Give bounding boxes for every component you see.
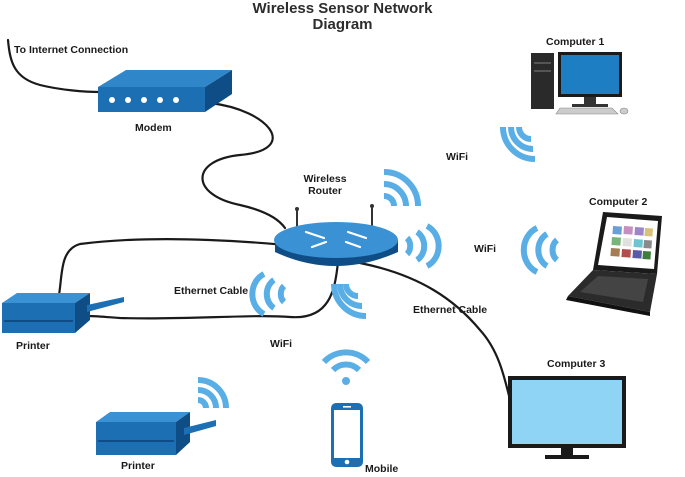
title-line-2: Diagram — [312, 16, 373, 33]
computer1-device — [531, 52, 629, 115]
router-printer-cable — [56, 237, 288, 302]
router-label-line-1: Wireless — [303, 173, 347, 185]
computer2-label: Computer 2 — [589, 196, 648, 208]
ethernet-cable-left-label: Ethernet Cable — [174, 285, 249, 297]
printer-wifi-icon — [197, 377, 229, 409]
wifi-bottom-label: WiFi — [270, 338, 293, 350]
computer3-label: Computer 3 — [547, 358, 606, 370]
printer-bottom-device — [96, 412, 216, 455]
printer-left-label: Printer — [16, 340, 50, 352]
router-wifi-down-icon — [331, 283, 367, 319]
mobile-label: Mobile — [365, 463, 399, 475]
computer2-device — [566, 212, 662, 316]
router-label-line-2: Router — [308, 185, 342, 198]
router-wifi-right-icon — [404, 223, 442, 269]
internet-cable — [6, 38, 102, 94]
title-line-1: Wireless Sensor Network — [252, 0, 433, 17]
router-loop-cable — [86, 260, 340, 320]
computer1-label: Computer 1 — [546, 36, 605, 48]
internet-connection-label: To Internet Connection — [14, 44, 129, 56]
diagram-title: Wireless Sensor Network Diagram — [0, 1, 685, 33]
modem-label: Modem — [135, 122, 172, 134]
wireless-router-device — [274, 204, 398, 266]
router-computer3-cable — [358, 261, 514, 410]
mobile-wifi-icon — [321, 349, 371, 373]
mobile-device — [331, 403, 363, 467]
modem-router-cable — [201, 101, 287, 230]
router-wifi-up-icon — [383, 169, 421, 207]
printer-bottom-label: Printer — [121, 460, 155, 472]
ethernet-cable-right-label: Ethernet Cable — [413, 304, 488, 316]
router-wifi-left-icon — [249, 271, 287, 317]
computer2-wifi-icon — [520, 225, 560, 275]
modem-device — [98, 70, 232, 112]
mobile-wifi-dot — [342, 377, 350, 385]
wifi-computer1-label: WiFi — [446, 151, 469, 163]
printer-left-device — [2, 293, 124, 333]
wifi-computer2-label: WiFi — [474, 243, 497, 255]
computer3-device — [508, 376, 626, 459]
computer1-wifi-icon — [500, 126, 536, 162]
router-label: Wireless Router — [300, 173, 350, 197]
